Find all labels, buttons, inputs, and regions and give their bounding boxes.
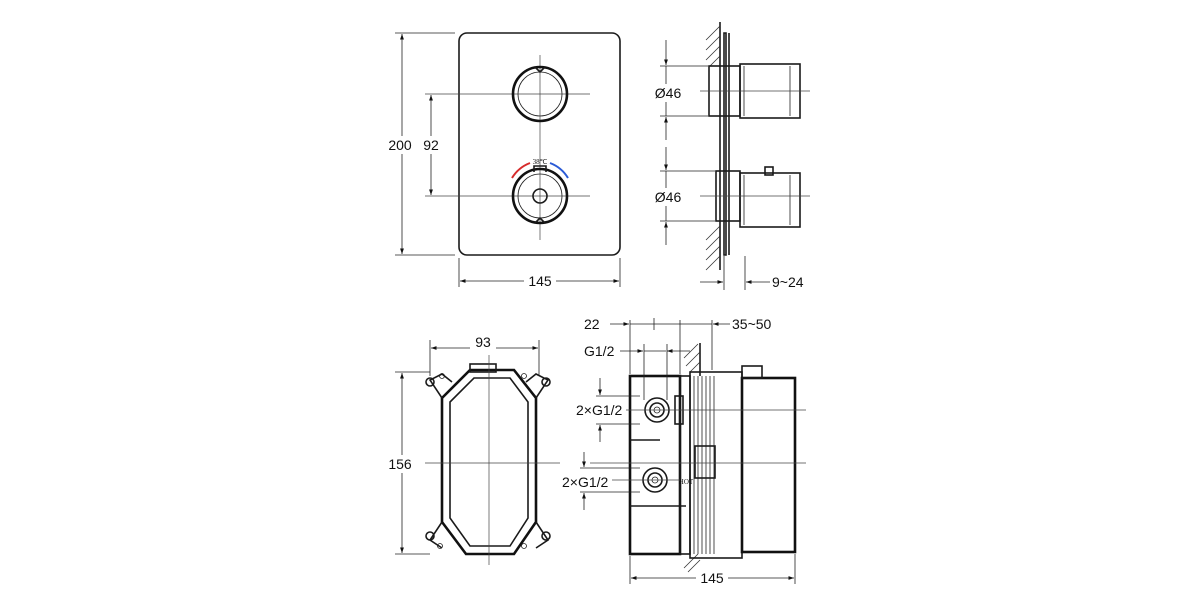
dim-box-depth-label: 145 [700, 570, 724, 586]
box-outline-outer [440, 368, 538, 556]
dim-diam-top-label: Ø46 [655, 85, 682, 101]
hot-label: HOT [679, 478, 694, 486]
dim-port-top-label: 2×G1/2 [576, 402, 623, 418]
dim-spacing-label: 92 [423, 137, 439, 153]
dim-diam-bottom-label: Ø46 [655, 189, 682, 205]
hot-label-box [694, 445, 716, 479]
plate-profile [723, 32, 727, 256]
thread-lines [693, 376, 715, 554]
side-view: Ø46 Ø46 9~24 [650, 22, 810, 290]
dim-box-width-label: 93 [475, 334, 491, 350]
thermostat-knob [511, 165, 569, 225]
box-wall-hatch [683, 343, 701, 573]
box-cover [740, 376, 797, 554]
temp-mark: 38℃ [533, 158, 548, 166]
dim-projection-label: 9~24 [772, 274, 804, 290]
box-outline-inner [449, 377, 529, 547]
dim-offset-label: 22 [584, 316, 600, 332]
dim-width-label: 145 [528, 273, 552, 289]
box-front-view: 93 156 [385, 334, 560, 565]
dim-thread-label: G1/2 [584, 343, 615, 359]
front-view: 38℃ 200 92 145 [385, 32, 621, 290]
wall-hatch [705, 25, 721, 271]
top-knob [511, 65, 569, 123]
hot-arc [511, 162, 531, 179]
mounting-ears [425, 373, 551, 549]
dim-depth-range-label: 35~50 [732, 316, 772, 332]
cover-plate [458, 32, 621, 256]
dim-height-label: 200 [388, 137, 412, 153]
box-side-view: HOT 22 35~50 G1/2 2×G1/2 [562, 316, 806, 586]
box-top-tab [469, 363, 497, 373]
dim-box-height-label: 156 [388, 456, 412, 472]
dim-port-bottom-label: 2×G1/2 [562, 474, 609, 490]
cold-arc [549, 162, 569, 179]
